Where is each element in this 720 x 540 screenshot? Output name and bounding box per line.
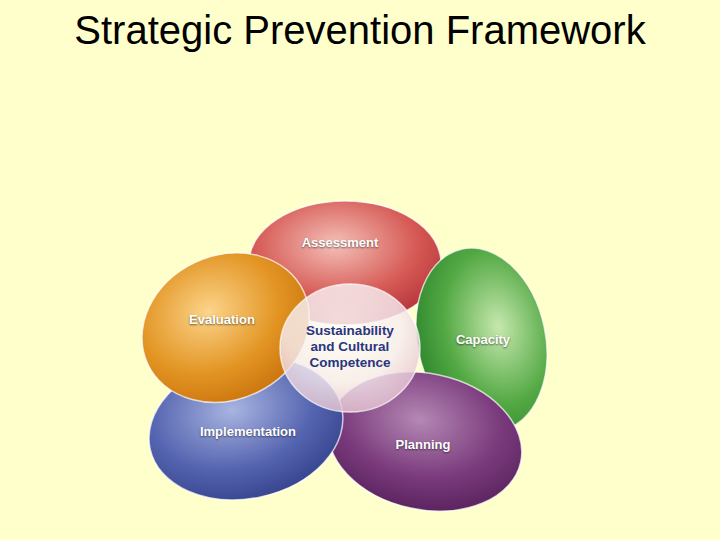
center-label: Sustainability and Cultural Competence	[300, 323, 400, 371]
page-title: Strategic Prevention Framework	[0, 6, 720, 54]
title-wrap: Strategic Prevention Framework	[0, 6, 720, 54]
center-circle-shape	[280, 284, 420, 412]
petal-label: Capacity	[456, 332, 510, 348]
petal-label: Implementation	[200, 424, 296, 440]
petal-label: Assessment	[302, 235, 379, 251]
center-circle: Sustainability and Cultural Competence	[280, 284, 420, 412]
petal-label: Evaluation	[189, 312, 255, 328]
petal-label: Planning	[396, 437, 451, 453]
